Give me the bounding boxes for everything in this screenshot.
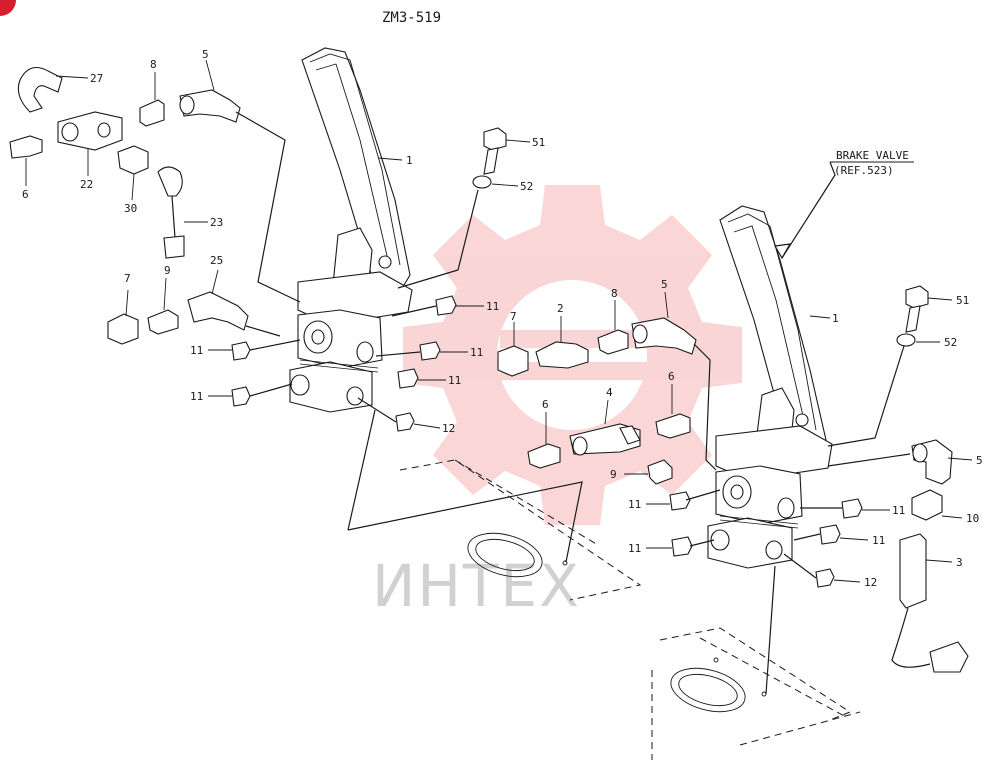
right-mounting-plate: [651, 565, 861, 760]
middle-fittings-group: [497, 317, 697, 485]
callout-7: 7: [510, 310, 517, 323]
callout-51: 51: [956, 294, 969, 307]
callout-22: 22: [80, 178, 93, 191]
callout-11: 11: [190, 344, 203, 357]
callout-11: 11: [486, 300, 499, 313]
callout-52: 52: [944, 336, 957, 349]
callout-1: 1: [406, 154, 413, 167]
callout-10: 10: [966, 512, 979, 525]
callout-6: 6: [22, 188, 29, 201]
callout-9: 9: [610, 468, 617, 481]
callout-7: 7: [124, 272, 131, 285]
brake-valve-annotation: BRAKE VALVE: [836, 149, 909, 162]
callout-11: 11: [628, 542, 641, 555]
right-brake-valve-body: [707, 425, 833, 569]
left-leader-lines: [25, 59, 531, 429]
corner-badge: [0, 0, 16, 16]
callout-11: 11: [190, 390, 203, 403]
callout-6: 6: [542, 398, 549, 411]
right-fittings-group: [669, 285, 969, 673]
callout-12: 12: [442, 422, 455, 435]
callout-11: 11: [872, 534, 885, 547]
callout-3: 3: [956, 556, 963, 569]
callout-30: 30: [124, 202, 137, 215]
callout-25: 25: [210, 254, 223, 267]
callout-4: 4: [606, 386, 613, 399]
callout-52: 52: [520, 180, 533, 193]
callout-11: 11: [448, 374, 461, 387]
callout-8: 8: [611, 287, 618, 300]
watermark-text: ИНТЕХ: [372, 552, 581, 620]
callout-11: 11: [628, 498, 641, 511]
callout-5: 5: [661, 278, 668, 291]
callout-5: 5: [976, 454, 983, 467]
callout-11: 11: [470, 346, 483, 359]
callout-1: 1: [832, 312, 839, 325]
callout-12: 12: [864, 576, 877, 589]
callout-8: 8: [150, 58, 157, 71]
right-leader-lines: [646, 161, 973, 583]
callout-9: 9: [164, 264, 171, 277]
callout-labels: 27 8 5 6 22 30 23 7 9 25 11 11 11 11 11 …: [22, 48, 983, 589]
brake-valve-reference: (REF.523): [834, 164, 894, 177]
callout-11: 11: [892, 504, 905, 517]
left-fittings-group: [9, 66, 507, 432]
callout-6: 6: [668, 370, 675, 383]
callout-5: 5: [202, 48, 209, 61]
middle-leader-lines: [513, 291, 673, 475]
left-brake-pedal: [301, 47, 411, 301]
callout-51: 51: [532, 136, 545, 149]
callout-27: 27: [90, 72, 103, 85]
left-mounting-plate: [347, 409, 642, 601]
drawing-title: ZM3-519: [382, 10, 441, 26]
callout-23: 23: [210, 216, 223, 229]
callout-2: 2: [557, 302, 564, 315]
left-brake-valve-body: [289, 271, 413, 413]
